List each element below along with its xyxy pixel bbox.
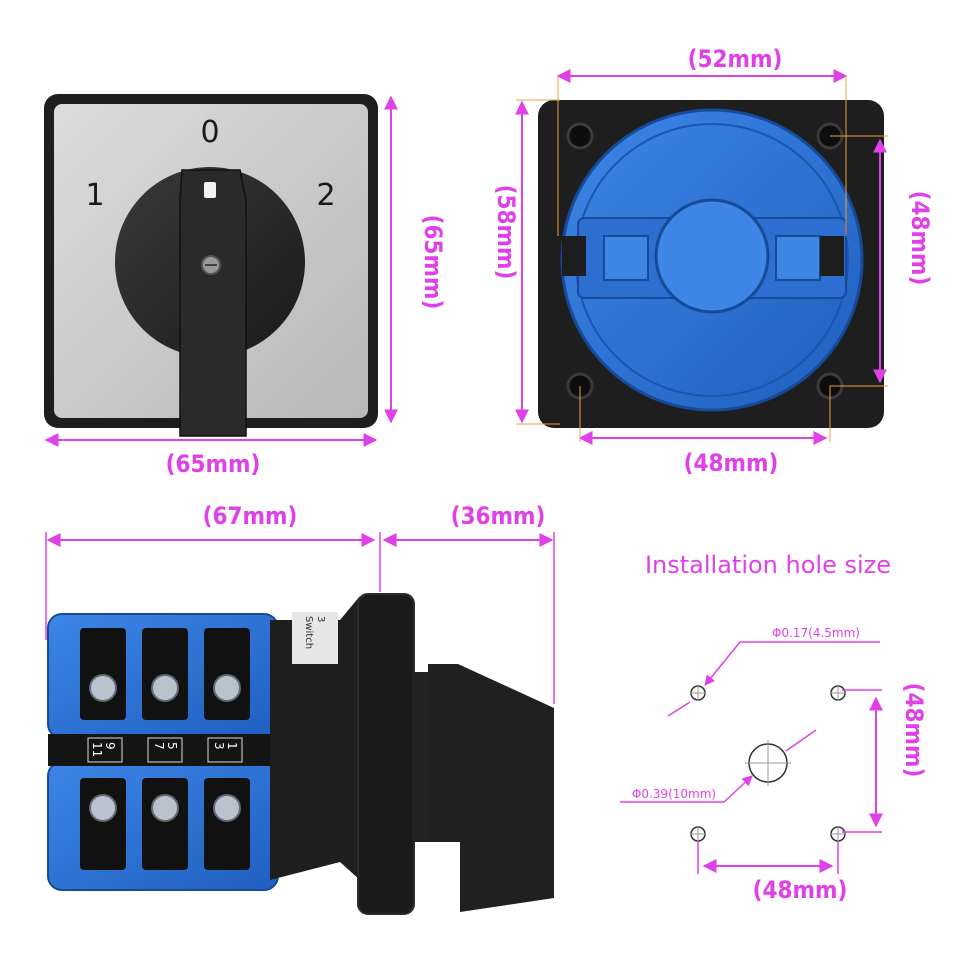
center-hole-label: Φ0.39(10mm) — [632, 787, 716, 801]
side-view: 9 11 5 7 1 3 3 Switch — [47, 593, 554, 915]
clip-left — [562, 236, 586, 276]
front-dimensions — [44, 95, 398, 447]
position-label-2: 2 — [316, 178, 335, 213]
handle-depth-label: (36mm) — [451, 502, 546, 530]
back-hole-horizontal-label: (48mm) — [684, 449, 779, 477]
terminal-label-7: 7 — [152, 742, 166, 750]
mounting-plate — [357, 593, 415, 915]
terminal-screw-icon — [89, 794, 117, 822]
shaft-collar — [412, 672, 430, 842]
terminal-label-strip — [48, 734, 280, 766]
back-hole-vertical-label: (48mm) — [906, 191, 934, 286]
front-panel-view: 0 1 2 — [44, 94, 378, 437]
terminal-label-11: 11 — [90, 742, 104, 757]
installation-hole-diagram — [690, 685, 846, 842]
back-dimensions — [515, 69, 887, 445]
installation-title: Installation hole size — [645, 551, 891, 579]
sticker-text-top: 3 — [315, 616, 326, 622]
terminal-screw-icon — [213, 794, 241, 822]
terminal-label-9: 9 — [103, 742, 117, 750]
body-label-sticker — [292, 612, 338, 664]
side-dimensions — [45, 532, 555, 704]
disc-hub — [654, 198, 770, 314]
terminal-screw-icon — [89, 674, 117, 702]
terminal-screw-icon — [151, 674, 179, 702]
terminal-label-3: 3 — [212, 742, 226, 750]
terminal-label-5: 5 — [165, 742, 179, 750]
mount-hole-icon — [566, 122, 594, 150]
back-extension-lines — [516, 76, 888, 442]
body-length-label: (67mm) — [203, 502, 298, 530]
disc-slot-left — [603, 235, 649, 281]
side-handle[interactable] — [428, 664, 554, 912]
sticker-text-switch: Switch — [303, 616, 314, 649]
position-label-1: 1 — [85, 178, 104, 213]
switch-body — [270, 596, 360, 880]
installation-dimensions — [620, 641, 883, 874]
position-indicator — [204, 182, 216, 198]
small-hole-label: Φ0.17(4.5mm) — [772, 626, 860, 640]
install-horizontal-label: (48mm) — [753, 876, 848, 904]
clip-right — [820, 236, 844, 276]
back-top-width-label: (52mm) — [688, 45, 783, 73]
front-width-label: (65mm) — [166, 450, 261, 478]
front-height-label: (65mm) — [419, 215, 447, 310]
terminal-screw-icon — [213, 674, 241, 702]
install-vertical-label: (48mm) — [900, 683, 928, 778]
terminal-screw-icon — [151, 794, 179, 822]
terminal-label-1: 1 — [225, 742, 239, 750]
back-panel-view — [538, 100, 884, 428]
knob-handle[interactable] — [179, 169, 247, 437]
disc-slot-right — [775, 235, 821, 281]
position-label-0: 0 — [200, 115, 219, 150]
back-height-label: (58mm) — [492, 185, 520, 280]
